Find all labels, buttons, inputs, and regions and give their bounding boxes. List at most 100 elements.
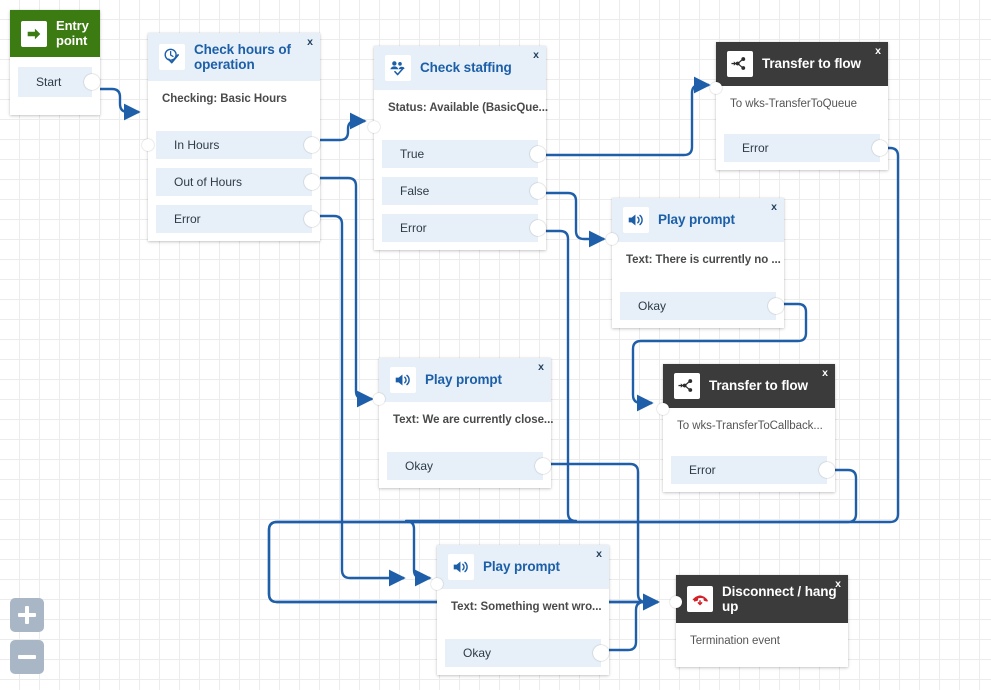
close-icon[interactable]: x (875, 45, 881, 57)
prompt-error-subtitle: Text: Something went wro... (451, 601, 602, 613)
prompt-no-agents-subtitle: Text: There is currently no ... (626, 254, 781, 266)
prompt-error-title: Play prompt (483, 559, 560, 575)
port-check-hours-error-label: Error (174, 212, 201, 227)
port-in-hours-dot[interactable] (304, 137, 320, 154)
port-true[interactable]: True (382, 140, 546, 168)
disconnect-subtitle: Termination event (690, 635, 780, 648)
transfer-callback-subtitle: To wks-TransferToCallback... (677, 420, 823, 432)
input-connector-check-staffing[interactable] (368, 121, 380, 133)
zoom-out-button[interactable] (10, 640, 44, 674)
port-start-label: Start (36, 75, 62, 90)
prompt-no-agents-title: Play prompt (658, 212, 735, 228)
node-check-hours-of-operation[interactable]: Check hours of operation x Checking: Bas… (142, 33, 320, 242)
port-false[interactable]: False (382, 177, 546, 205)
transfer-callback-header: Transfer to flow x (663, 364, 835, 408)
port-prompt-no-agents-okay-dot[interactable] (768, 298, 784, 314)
node-entry-point[interactable]: Entry point Start (10, 10, 100, 116)
close-icon[interactable]: x (596, 548, 602, 560)
input-connector-prompt-error[interactable] (431, 578, 443, 590)
input-connector-check-hours[interactable] (142, 139, 154, 151)
input-connector-prompt-no-agents[interactable] (606, 233, 618, 245)
port-check-staffing-error-label: Error (400, 221, 427, 235)
port-out-of-hours-dot[interactable] (304, 174, 320, 191)
port-prompt-closed-okay-dot[interactable] (535, 458, 551, 474)
input-connector-transfer-callback[interactable] (657, 403, 669, 415)
transfer-queue-header: Transfer to flow x (716, 42, 888, 86)
port-prompt-no-agents-okay-label: Okay (638, 299, 667, 313)
check-staffing-header: Check staffing x (374, 46, 546, 90)
node-play-prompt-error[interactable]: Play prompt x Text: Something went wro..… (431, 545, 609, 675)
port-false-dot[interactable] (530, 183, 546, 199)
port-transfer-queue-error-dot[interactable] (872, 140, 888, 156)
node-play-prompt-no-agents[interactable]: Play prompt x Text: There is currently n… (606, 198, 784, 328)
input-connector-disconnect[interactable] (670, 596, 682, 608)
zoom-in-button[interactable] (10, 598, 44, 632)
edge-false-to-prompt-no-agents (539, 191, 606, 248)
disconnect-title: Disconnect / hang up (722, 584, 837, 615)
transfer-callback-title: Transfer to flow (709, 378, 808, 394)
port-transfer-queue-error[interactable]: Error (724, 134, 888, 162)
port-prompt-error-okay[interactable]: Okay (445, 639, 609, 667)
port-out-of-hours[interactable]: Out of Hours (156, 168, 320, 197)
input-connector-transfer-queue[interactable] (710, 82, 722, 94)
port-prompt-closed-okay-label: Okay (405, 459, 434, 473)
speaker-icon (623, 207, 649, 233)
port-prompt-error-okay-label: Okay (463, 646, 492, 660)
edge-outofhours-to-prompt-closed (313, 176, 374, 408)
node-transfer-to-flow-callback[interactable]: Transfer to flow x To wks-TransferToCall… (657, 364, 835, 492)
transfer-flow-icon (727, 51, 753, 77)
edge-inhours-to-check-staffing (313, 112, 367, 142)
node-check-staffing[interactable]: Check staffing x Status: Available (Basi… (368, 46, 548, 250)
check-staffing-title: Check staffing (420, 60, 512, 76)
disconnect-header: Disconnect / hang up x (676, 575, 848, 624)
close-icon[interactable]: x (533, 49, 539, 61)
port-true-label: True (400, 147, 425, 161)
port-start[interactable]: Start (18, 67, 100, 98)
transfer-flow-icon (674, 373, 700, 399)
port-prompt-closed-okay[interactable]: Okay (387, 452, 551, 480)
people-check-icon (385, 55, 411, 81)
zoom-controls (10, 598, 44, 682)
phone-hangup-icon (687, 586, 713, 613)
close-icon[interactable]: x (822, 367, 828, 379)
port-out-of-hours-label: Out of Hours (174, 175, 243, 190)
port-start-dot[interactable] (84, 74, 100, 91)
prompt-closed-header: Play prompt x (379, 358, 551, 402)
port-in-hours-label: In Hours (174, 138, 220, 153)
node-play-prompt-closed[interactable]: Play prompt x Text: We are currently clo… (373, 358, 553, 488)
node-disconnect-hang-up[interactable]: Disconnect / hang up x Termination event (670, 575, 848, 667)
port-in-hours[interactable]: In Hours (156, 131, 320, 160)
port-prompt-no-agents-okay[interactable]: Okay (620, 292, 784, 320)
port-transfer-callback-error-label: Error (689, 463, 716, 477)
edge-prompt-error-okay-to-disconnect (605, 593, 660, 652)
check-staffing-subtitle: Status: Available (BasicQue... (388, 102, 548, 114)
port-transfer-queue-error-label: Error (742, 141, 769, 155)
speaker-icon (448, 554, 474, 580)
close-icon[interactable]: x (307, 36, 313, 48)
port-true-dot[interactable] (530, 146, 546, 162)
transfer-queue-subtitle: To wks-TransferToQueue (730, 98, 857, 110)
port-transfer-callback-error[interactable]: Error (671, 456, 835, 484)
port-check-staffing-error-dot[interactable] (530, 220, 546, 236)
arrow-right-icon (21, 20, 47, 47)
port-transfer-callback-error-dot[interactable] (819, 462, 835, 478)
close-icon[interactable]: x (835, 578, 841, 590)
port-check-hours-error[interactable]: Error (156, 205, 320, 234)
check-hours-title: Check hours of operation (194, 42, 291, 73)
edge-true-to-transfer-queue (539, 76, 711, 157)
prompt-no-agents-header: Play prompt x (612, 198, 784, 242)
close-icon[interactable]: x (771, 201, 777, 213)
node-transfer-to-flow-queue[interactable]: Transfer to flow x To wks-TransferToQueu… (710, 42, 888, 170)
port-prompt-error-okay-dot[interactable] (593, 645, 609, 661)
close-icon[interactable]: x (538, 361, 544, 373)
port-check-hours-error-dot[interactable] (304, 211, 320, 228)
transfer-queue-title: Transfer to flow (762, 56, 861, 72)
port-false-label: False (400, 184, 430, 198)
input-connector-prompt-closed[interactable] (373, 393, 385, 405)
port-check-staffing-error[interactable]: Error (382, 214, 546, 242)
entry-point-header: Entry point (10, 10, 100, 58)
clock-check-icon (159, 44, 185, 71)
prompt-error-header: Play prompt x (437, 545, 609, 589)
check-hours-subtitle: Checking: Basic Hours (162, 93, 287, 106)
